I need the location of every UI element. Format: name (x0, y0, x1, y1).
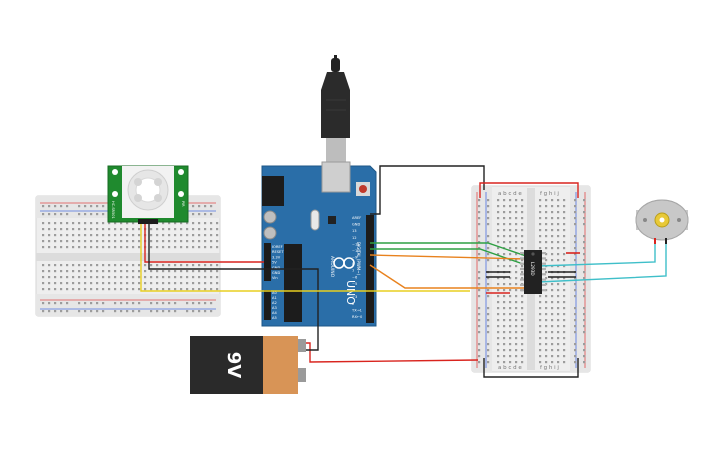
atmega-chip (284, 244, 302, 322)
analog-header[interactable] (264, 290, 271, 320)
capacitor-1 (263, 210, 277, 224)
digital-pin-label: RX←0 (352, 315, 363, 319)
analog-pin-label: A5 (272, 316, 277, 320)
arduino-logo-text: ARDUINO (329, 256, 335, 278)
pir-right-label: PIR (181, 201, 185, 207)
power-pin-label: 5V (272, 261, 277, 265)
wire-pir-gnd[interactable] (148, 224, 319, 340)
analog-pin-label: A3 (272, 306, 277, 310)
wire-green-2[interactable] (370, 248, 527, 266)
digital-header[interactable] (366, 215, 374, 323)
digital-pin-label: 2 (352, 302, 354, 306)
wire-pir-out[interactable] (140, 224, 470, 292)
pir-pin-header (138, 219, 158, 224)
chip-label: L293D (530, 262, 535, 276)
capacitor-2 (263, 226, 277, 240)
analog-pin-label: A2 (272, 301, 277, 305)
digital-pin-label: ~11 (352, 242, 360, 246)
digital-pin-label: ~6 (352, 275, 358, 279)
digital-pin-label: AREF (352, 216, 361, 220)
wire-battery-positive[interactable] (306, 342, 479, 363)
pir-sensor[interactable]: HC-SR501 PIR (107, 165, 189, 224)
analog-pin-label: A4 (272, 311, 277, 315)
power-pin-label: GND (272, 266, 280, 270)
digital-pin-label: 8 (352, 262, 355, 266)
reset-button-cap[interactable] (359, 185, 367, 193)
battery-terminal-negative (298, 368, 306, 382)
right-breadboard-letters-bottom-right: f g h i j (540, 365, 559, 371)
power-pin-label: IOREF (272, 245, 283, 249)
digital-pin-label: GND (352, 223, 360, 227)
analog-pin-label: A0 (272, 291, 277, 295)
wire-rail-black-bottom[interactable] (483, 358, 579, 378)
right-breadboard-letters-bottom-left: a b c d e (498, 365, 522, 371)
digital-pin-label: 12 (352, 236, 357, 240)
usb-cable[interactable] (321, 55, 350, 162)
wire-arduino-gnd-top[interactable] (370, 165, 485, 215)
wire-battery-negative[interactable] (306, 340, 319, 351)
wire-rail-red-top[interactable] (479, 182, 579, 198)
digital-pin-label: TX→1 (351, 308, 362, 312)
left-breadboard-holes (42, 205, 219, 313)
wire-pir-vcc[interactable] (144, 224, 264, 263)
digital-pin-label: ~5 (352, 282, 357, 286)
digital-pin-label: 13 (352, 229, 357, 233)
digital-pin-label: 7 (352, 269, 354, 273)
small-chip (328, 216, 336, 224)
pir-left-label: HC-SR501 (111, 201, 115, 219)
digital-header-label: DIGITAL (PWM~) (356, 242, 361, 276)
wire-motor-2[interactable] (537, 243, 667, 283)
digital-pin-label: ~10 (352, 249, 360, 253)
arduino-brand-text: UNO (344, 280, 357, 305)
power-pin-label: 3.3V (272, 255, 281, 259)
power-pin-label: GND (272, 271, 280, 275)
chip-pins (520, 252, 546, 292)
wire-orange-2[interactable] (369, 264, 526, 289)
usb-port (321, 161, 351, 193)
right-breadboard-letters-top-right: f g h i j (540, 191, 559, 197)
power-pin-label: Vin (272, 276, 278, 280)
right-breadboard-letters-top-left: a b c d e (498, 191, 522, 197)
battery-label: 9V (223, 352, 244, 379)
arduino-logo: ARDUINO (329, 256, 355, 278)
analog-pin-label: A1 (272, 296, 277, 300)
digital-pin-label: ~9 (352, 256, 358, 260)
wire-orange-1[interactable] (369, 254, 527, 260)
digital-pin-label: ~3 (352, 295, 357, 299)
power-header[interactable] (264, 243, 271, 281)
arduino-uno-board[interactable]: ARDUINO UNO DIGITAL (PWM~) IOREFRESET3.3… (261, 161, 377, 327)
l293d-chip[interactable]: L293D (520, 250, 546, 294)
dc-motor[interactable] (635, 199, 689, 244)
wire-motor-1[interactable] (537, 243, 656, 267)
crystal (310, 209, 320, 231)
wire-green-1[interactable] (370, 242, 527, 257)
power-pin-label: RESET (272, 250, 284, 254)
battery-9v[interactable]: 9V (190, 336, 306, 394)
power-jack (262, 176, 284, 206)
battery-terminal-positive (298, 339, 306, 352)
